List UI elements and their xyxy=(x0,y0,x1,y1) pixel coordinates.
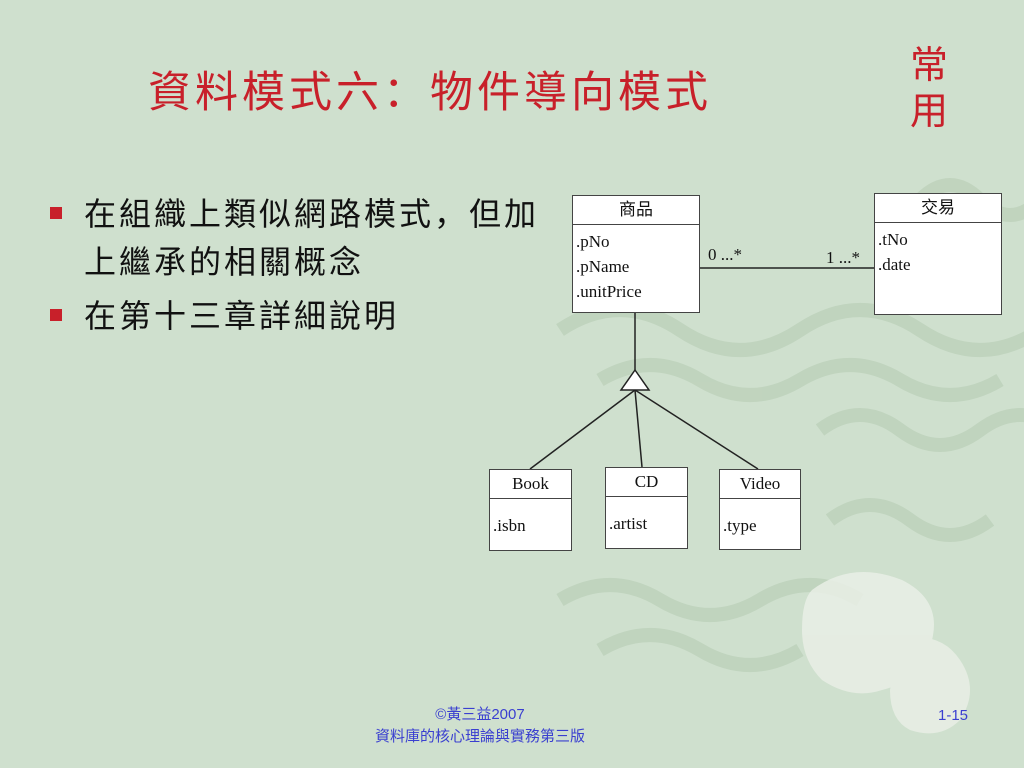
inheritance-line-video xyxy=(634,389,759,470)
corner-mark: 常用 xyxy=(904,42,954,134)
bullet-text: 在第十三章詳細說明 xyxy=(84,297,400,335)
class-attributes: .tNo .date xyxy=(875,223,1001,277)
bullet-item: 在第十三章詳細說明 xyxy=(44,292,584,340)
page-number: 1-15 xyxy=(938,707,969,724)
class-attribute: .pName xyxy=(576,257,630,276)
square-bullet-icon xyxy=(50,309,62,321)
class-attributes: .pNo .pName .unitPrice xyxy=(573,225,699,304)
footer-credit: ©黃三益2007 資料庫的核心理論與實務第三版 xyxy=(340,704,620,748)
multiplicity-right: 1 ...* xyxy=(826,248,860,267)
class-attribute: .type xyxy=(723,516,757,535)
footer-book-title: 資料庫的核心理論與實務第三版 xyxy=(374,728,585,745)
footer-copyright: ©黃三益2007 xyxy=(435,706,525,723)
inheritance-line-cd xyxy=(634,389,643,468)
inheritance-line-book xyxy=(529,389,636,470)
bullet-item: 在組織上類似網路模式，但加上繼承的相關概念 xyxy=(44,190,584,286)
class-video: Video .type xyxy=(719,469,801,550)
class-attribute: .unitPrice xyxy=(576,282,642,301)
class-transaction: 交易 .tNo .date xyxy=(874,193,1002,315)
corner-mark-text: 常用 xyxy=(909,43,948,133)
square-bullet-icon xyxy=(50,207,62,219)
class-name: CD xyxy=(606,468,687,497)
class-name: Video xyxy=(720,470,800,499)
class-cd: CD .artist xyxy=(605,467,688,549)
class-attributes: .isbn xyxy=(490,499,571,538)
class-product: 商品 .pNo .pName .unitPrice xyxy=(572,195,700,313)
class-attribute: .artist xyxy=(609,514,648,533)
bullet-text: 在組織上類似網路模式，但加上繼承的相關概念 xyxy=(84,195,540,281)
class-name: 交易 xyxy=(875,194,1001,223)
class-attribute: .date xyxy=(878,255,911,274)
inheritance-triangle-icon xyxy=(619,368,651,391)
class-attributes: .artist xyxy=(606,497,687,536)
multiplicity-left: 0 ...* xyxy=(708,245,742,264)
slide-title: 資料模式六：物件導向模式 xyxy=(148,68,712,118)
class-attributes: .type xyxy=(720,499,800,538)
class-attribute: .pNo xyxy=(576,232,610,251)
class-book: Book .isbn xyxy=(489,469,572,551)
bullet-list: 在組織上類似網路模式，但加上繼承的相關概念 在第十三章詳細說明 xyxy=(44,190,584,346)
class-attribute: .tNo xyxy=(878,230,908,249)
class-attribute: .isbn xyxy=(493,516,526,535)
class-name: 商品 xyxy=(573,196,699,225)
class-name: Book xyxy=(490,470,571,499)
